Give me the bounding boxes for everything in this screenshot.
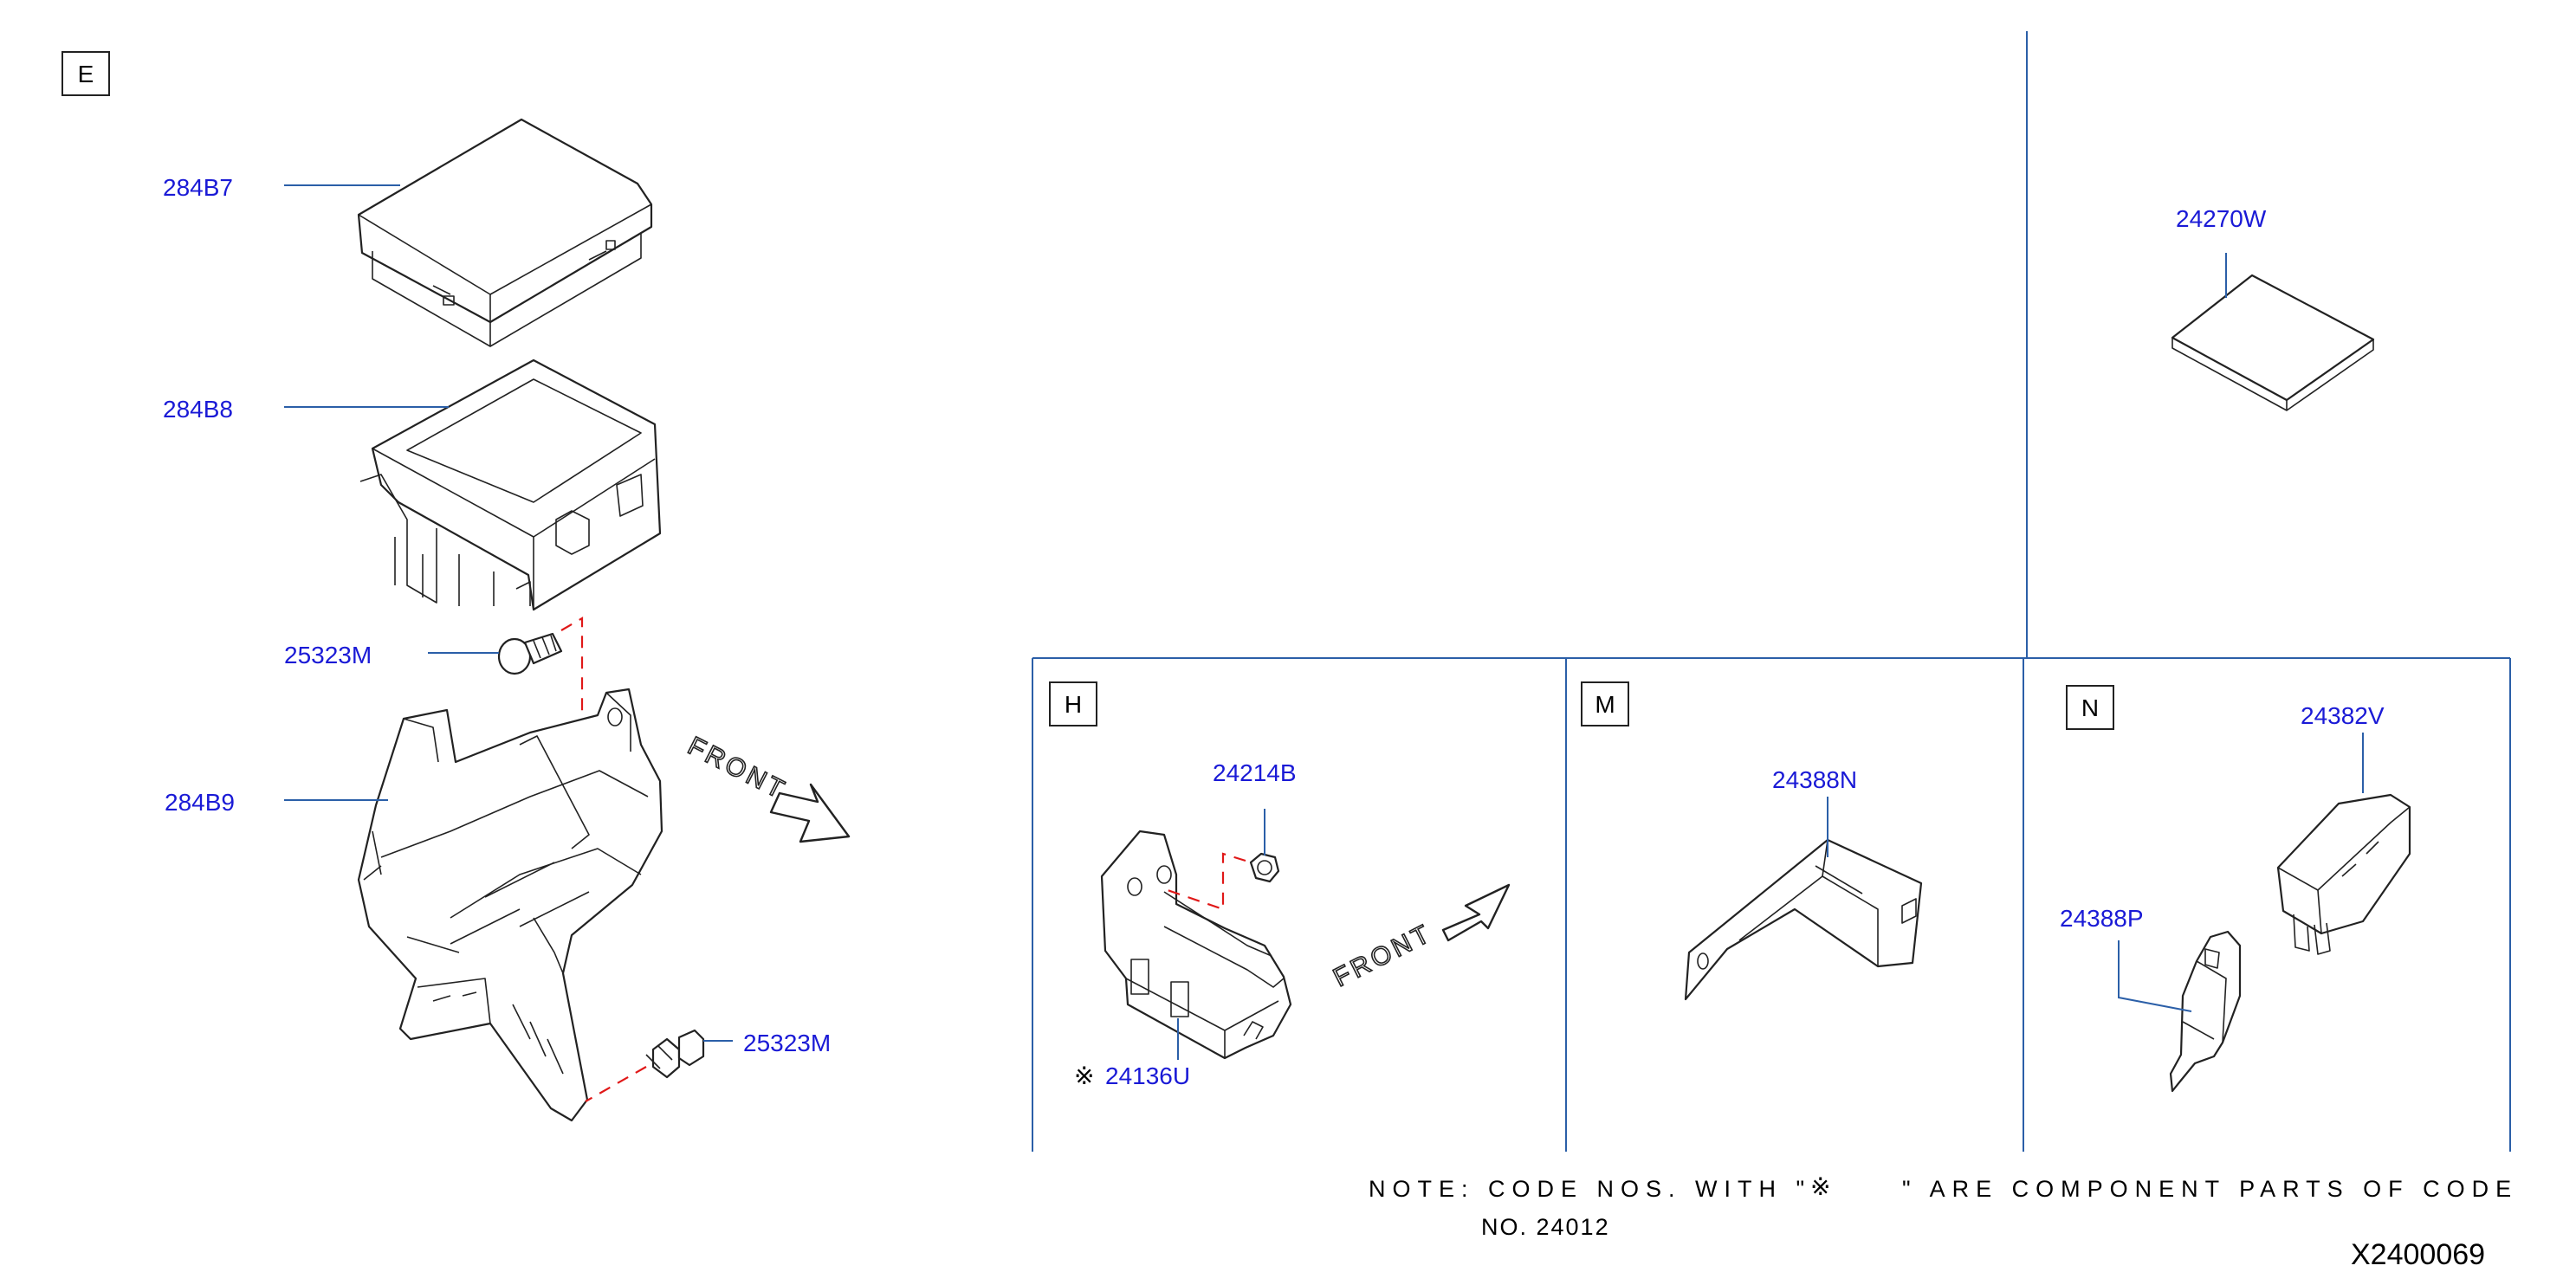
label-284b8: 284B8 — [163, 396, 233, 423]
part-284b7-cover — [357, 118, 653, 347]
svg-text:H: H — [1065, 691, 1082, 718]
leader-24388p — [2118, 940, 2192, 1012]
svg-text:FRONT: FRONT — [683, 732, 792, 805]
svg-text:N: N — [2081, 694, 2099, 721]
front-arrow-e: FRONT — [683, 731, 851, 843]
dash-guide-h — [1162, 852, 1246, 911]
part-284b8-case — [359, 358, 662, 611]
part-25323m-bolt-top — [497, 632, 563, 675]
part-25323m-bolt-bottom — [645, 1029, 705, 1079]
part-284b9-bracket — [357, 688, 663, 1122]
label-25323m-top: 25323M — [284, 642, 372, 668]
diagram-code: X2400069 — [2351, 1238, 2485, 1271]
label-24214b: 24214B — [1213, 759, 1297, 786]
part-24136u-fuse-holder — [1100, 830, 1292, 1060]
section-label-m: M — [1581, 681, 1629, 726]
part-24388n-bracket — [1684, 838, 1923, 1001]
section-label-h: H — [1049, 681, 1097, 726]
svg-text:M: M — [1595, 691, 1615, 718]
front-arrow-h: FRONT — [1328, 883, 1511, 993]
label-284b7: 284B7 — [163, 174, 233, 201]
section-label-e: E — [61, 51, 110, 96]
dash-guide-top — [560, 617, 584, 734]
label-24382v: 24382V — [2301, 702, 2385, 729]
label-284b9: 284B9 — [165, 789, 235, 816]
part-24214b-nut — [1249, 852, 1280, 883]
note-line1-b: " ARE COMPONENT PARTS OF CODE — [1902, 1176, 2518, 1202]
label-24388p: 24388P — [2060, 905, 2144, 932]
section-label-n: N — [2066, 685, 2114, 730]
part-24388p-bracket — [2169, 930, 2242, 1093]
dash-guide-bottom — [585, 1066, 647, 1102]
part-24382v-fuse-box — [2276, 793, 2411, 955]
label-25323m-bottom: 25323M — [743, 1030, 831, 1056]
part-24270w-label-sheet — [2171, 274, 2375, 411]
note-line2: NO. 24012 — [1481, 1214, 1610, 1240]
footnote: NOTE: CODE NOS. WITH " ※ " ARE COMPONENT… — [1369, 1173, 2518, 1240]
label-24136u: 24136U — [1105, 1062, 1190, 1089]
label-24270w: 24270W — [2176, 205, 2267, 232]
label-24388n: 24388N — [1772, 766, 1857, 793]
note-line1-a: NOTE: CODE NOS. WITH " — [1369, 1176, 1811, 1202]
svg-text:FRONT: FRONT — [1329, 919, 1437, 992]
svg-text:E: E — [78, 61, 94, 87]
kome-mark-24136u: ※ — [1074, 1062, 1094, 1089]
note-kome-mark: ※ — [1810, 1173, 1830, 1200]
section-frames — [1032, 31, 2511, 1152]
